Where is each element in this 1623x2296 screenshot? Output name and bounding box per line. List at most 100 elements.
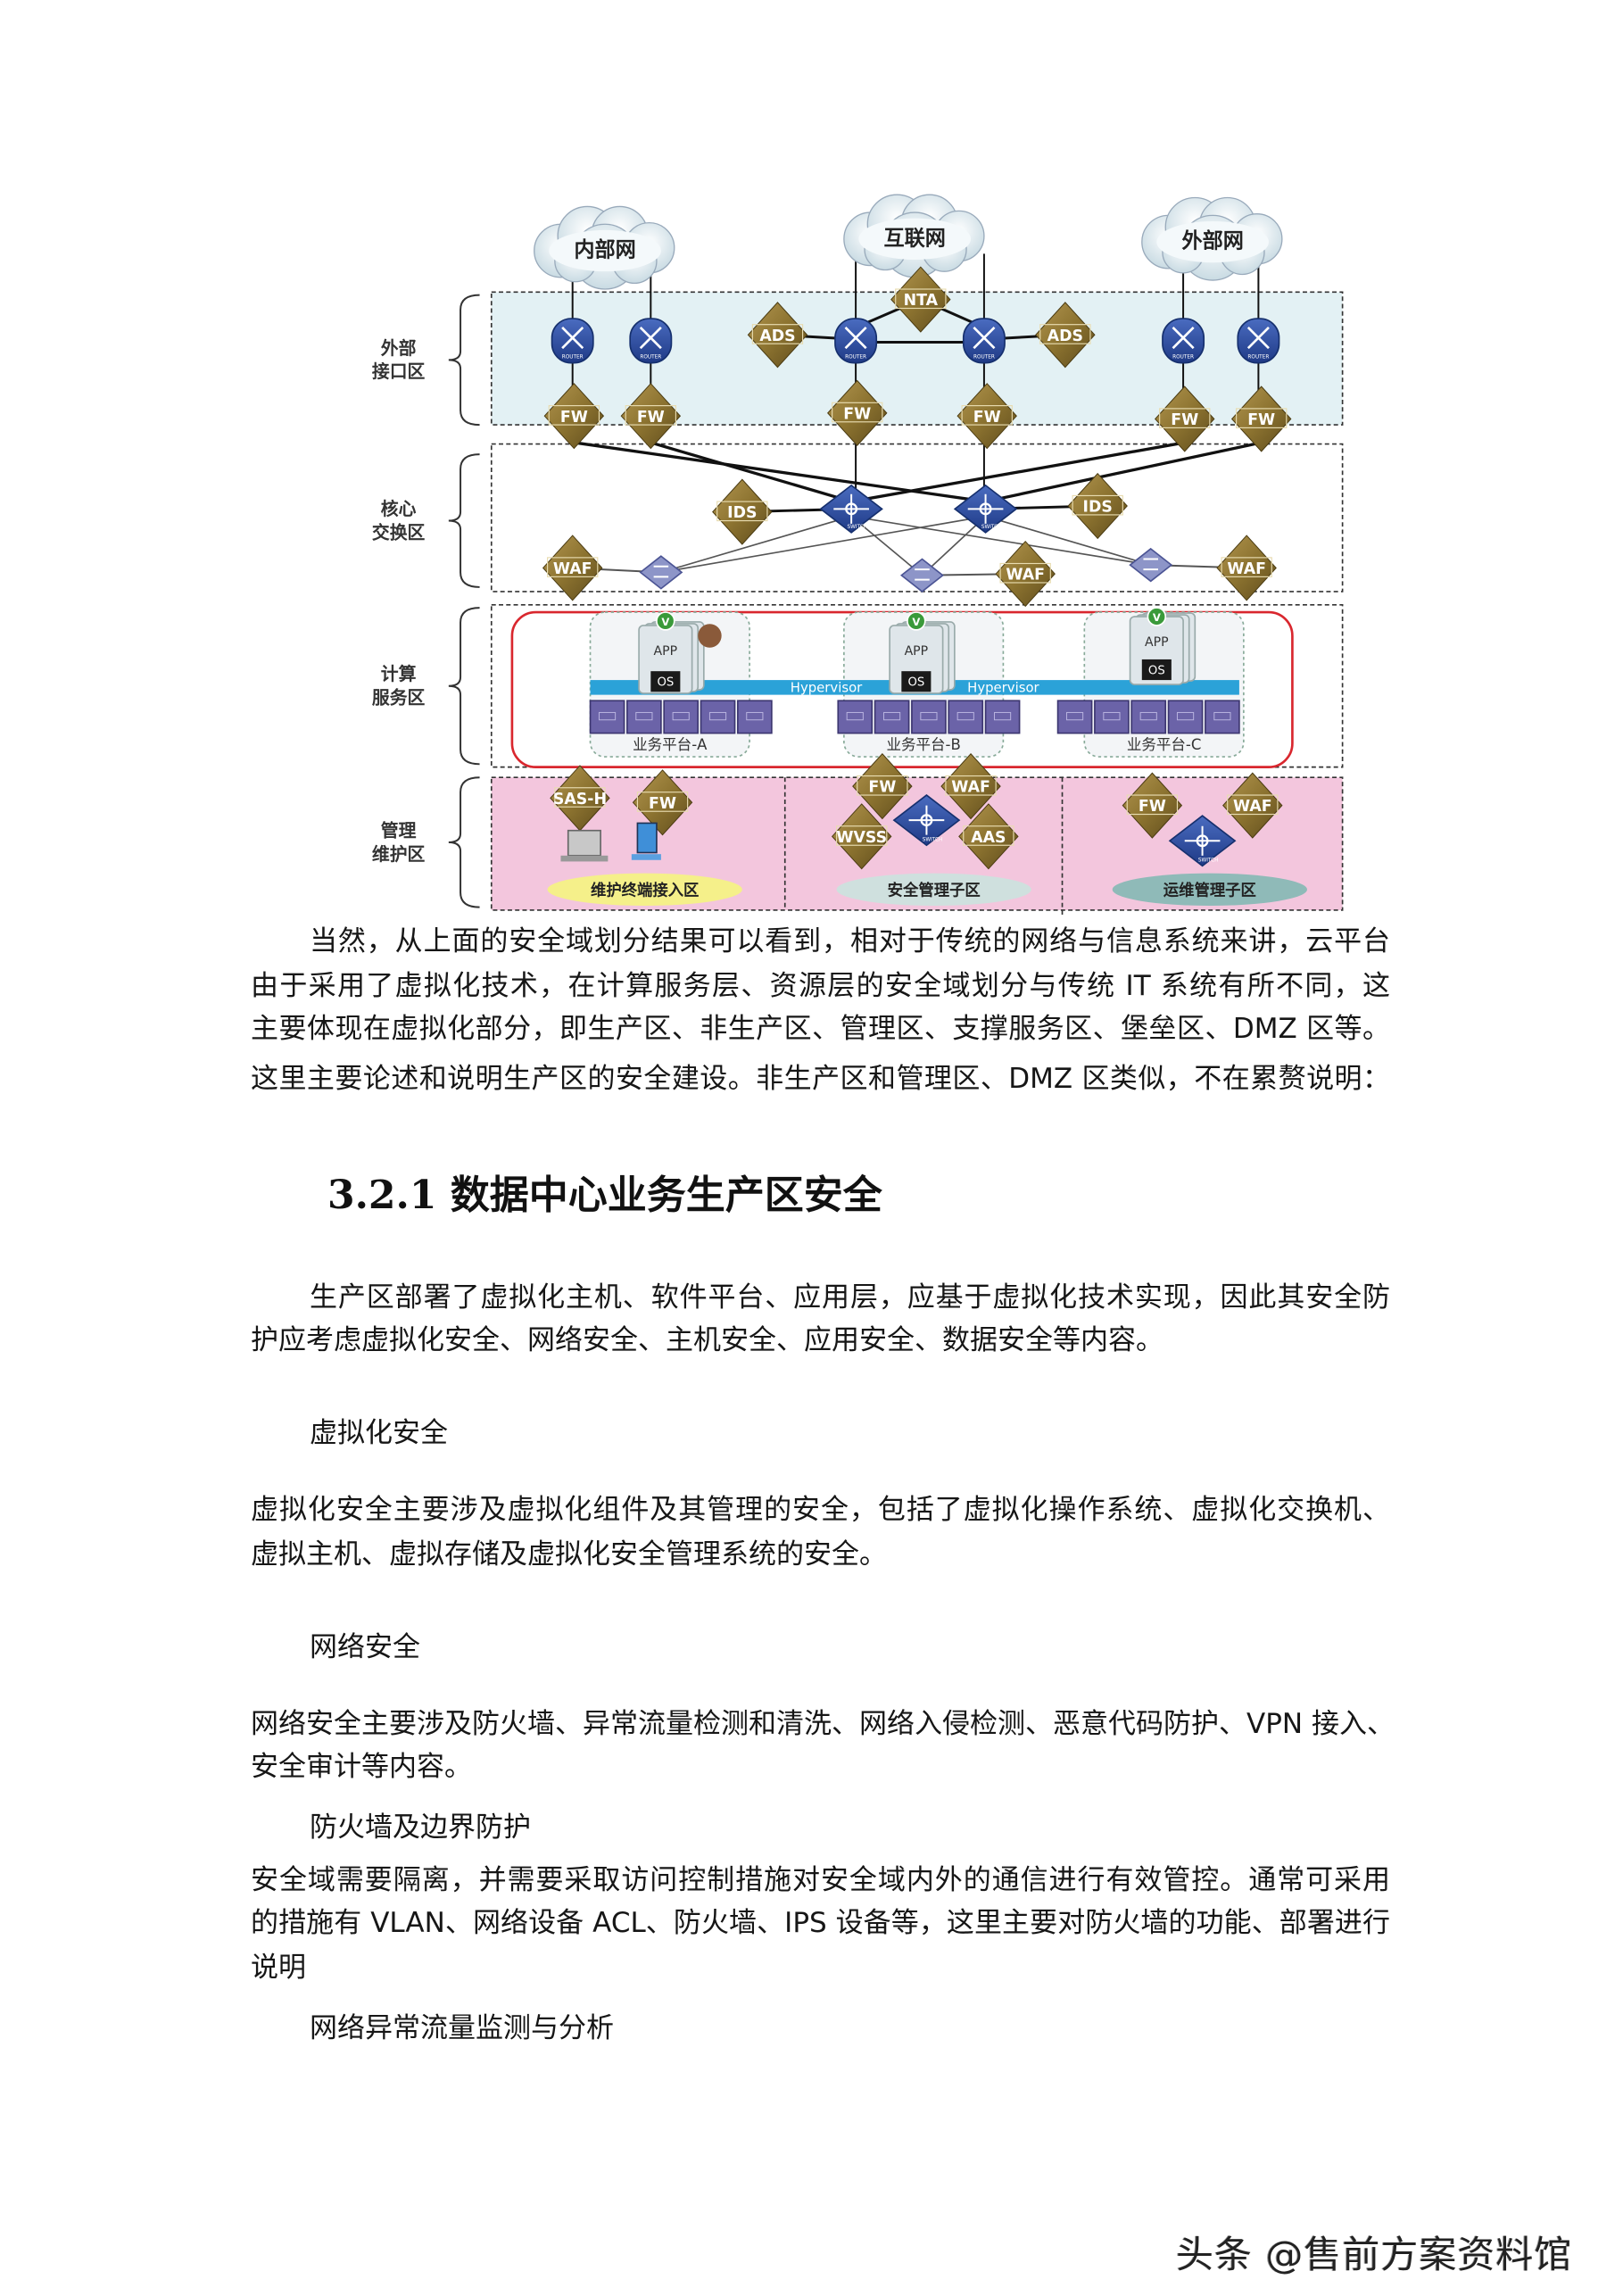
server-slot — [635, 711, 653, 721]
server-slot — [956, 711, 974, 721]
paragraph-2-line-1: 生产区部署了虚拟化主机、软件平台、应用层，应基于虚拟化技术实现，因此其安全防 — [310, 1281, 1390, 1314]
connection-line — [660, 515, 986, 574]
connection-line — [921, 515, 987, 576]
firewall-label: FW — [649, 795, 676, 813]
zone-label: 管理 — [381, 820, 417, 841]
router-icon: ROUTER — [1162, 318, 1205, 364]
nta-icon: NTA — [890, 266, 951, 333]
server-icon — [626, 700, 662, 734]
router-icon: ROUTER — [629, 318, 673, 364]
paragraph-3-line-1: 虚拟化安全主要涉及虚拟化组件及其管理的安全，包括了虚拟化操作系统、虚拟化交换机、 — [251, 1494, 1390, 1526]
switch-icon: SWITCH — [892, 793, 961, 847]
server-icon — [911, 700, 947, 734]
waf-label: WAF — [951, 779, 990, 797]
zone-brace — [448, 453, 480, 588]
aas-icon: AAS — [958, 803, 1019, 870]
appliance-panel — [548, 405, 600, 426]
server-icon — [700, 700, 736, 734]
cloud-label: 内部网 — [574, 238, 635, 262]
appliance-panel — [832, 402, 883, 423]
firewall-label: FW — [560, 409, 588, 427]
ads-icon: ADS — [747, 302, 808, 369]
appliance-panel — [716, 501, 768, 522]
section-heading: 3.2.1 数据中心业务生产区安全 — [327, 1173, 882, 1218]
router-icon: ROUTER — [1237, 318, 1280, 364]
router-label: ROUTER — [1172, 355, 1194, 361]
server-slot — [598, 711, 617, 721]
appliance-panel — [895, 288, 947, 310]
router-icon: ROUTER — [834, 318, 878, 364]
access-switch-icon — [639, 555, 683, 590]
connection-line — [850, 441, 1186, 503]
app-label: APP — [905, 644, 929, 659]
waf-label: WAF — [1006, 567, 1045, 584]
appliance-panel — [625, 405, 676, 426]
ads-icon: ADS — [1035, 302, 1096, 369]
firewall-label: FW — [1247, 411, 1275, 429]
zone-label: 交换区 — [372, 522, 426, 543]
switch-icon: SWITCH — [1168, 815, 1237, 867]
firewall-icon: FW — [632, 769, 693, 836]
vm-badge-label: V — [1153, 611, 1161, 624]
cloud-icon: 互联网 — [843, 194, 985, 278]
server-slot — [993, 711, 1012, 721]
hypervisor-label: Hypervisor — [967, 679, 1039, 695]
app-label: APP — [654, 644, 678, 659]
wvss-icon: WVSS — [831, 803, 892, 870]
appliance-panel — [554, 787, 606, 808]
subzone-badge — [836, 873, 1031, 907]
app-label: APP — [1145, 635, 1169, 650]
cloud-label: 外部网 — [1181, 229, 1243, 253]
subheading-firewall-boundary: 防火墙及边界防护 — [310, 1811, 531, 1844]
desktop-pc-base — [631, 854, 661, 860]
waf-label: WAF — [1233, 798, 1272, 816]
os-box — [650, 671, 681, 692]
appliance-panel — [999, 562, 1051, 584]
zone-brace — [448, 607, 480, 766]
server-slot — [883, 711, 901, 721]
firewall-label: FW — [637, 409, 665, 427]
paragraph-5-line-2: 的措施有 VLAN、网络设备 ACL、防火墙、IPS 设备等，这里主要对防火墙的… — [251, 1907, 1390, 1939]
server-icon — [874, 700, 910, 734]
switch-arrows — [833, 493, 869, 524]
router-label: ROUTER — [845, 355, 866, 361]
waf-icon: WAF — [542, 535, 603, 601]
access-switch-body — [900, 558, 944, 593]
firewall-label: FW — [973, 409, 1001, 427]
laptop-base — [560, 855, 609, 862]
appliance-panel — [636, 792, 689, 812]
switch-label: SWITCH — [923, 837, 943, 842]
router-body — [1162, 318, 1205, 364]
ids-label: IDS — [727, 504, 757, 522]
connection-line — [660, 515, 852, 574]
zone-label: 外部 — [381, 338, 417, 359]
platform-label: 业务平台-A — [633, 736, 708, 753]
server-icon — [1094, 700, 1130, 734]
subzone-label: 维护终端接入区 — [591, 881, 699, 899]
subzone-badge — [1112, 873, 1307, 907]
ids-label: IDS — [1083, 499, 1113, 517]
vm-badge-label: V — [912, 616, 920, 628]
appliance-panel — [1159, 408, 1211, 428]
server-slot — [1176, 711, 1195, 721]
server-icon — [948, 700, 984, 734]
firewall-icon: FW — [852, 753, 913, 820]
paragraph-1-line-4: 这里主要论述和说明生产区的安全建设。非生产区和管理区、DMZ 区类似，不在累赘说… — [251, 1063, 1390, 1095]
access-switch-arrows — [653, 565, 669, 578]
appliance-panel — [547, 557, 599, 577]
appliance-panel — [751, 324, 804, 344]
router-arrows — [973, 327, 996, 350]
cloud-icon: 外部网 — [1141, 196, 1283, 281]
zone-label: 接口区 — [372, 361, 426, 382]
server-slot — [846, 711, 864, 721]
waf-label: WAF — [553, 560, 592, 578]
appliance-panel — [1227, 794, 1279, 816]
ads-label: ADS — [759, 327, 795, 345]
server-slot — [746, 711, 764, 721]
server-icon — [589, 700, 625, 734]
hypervisor-label: Hypervisor — [791, 679, 863, 695]
server-slot — [1139, 711, 1157, 721]
appliance-panel — [1126, 794, 1179, 816]
